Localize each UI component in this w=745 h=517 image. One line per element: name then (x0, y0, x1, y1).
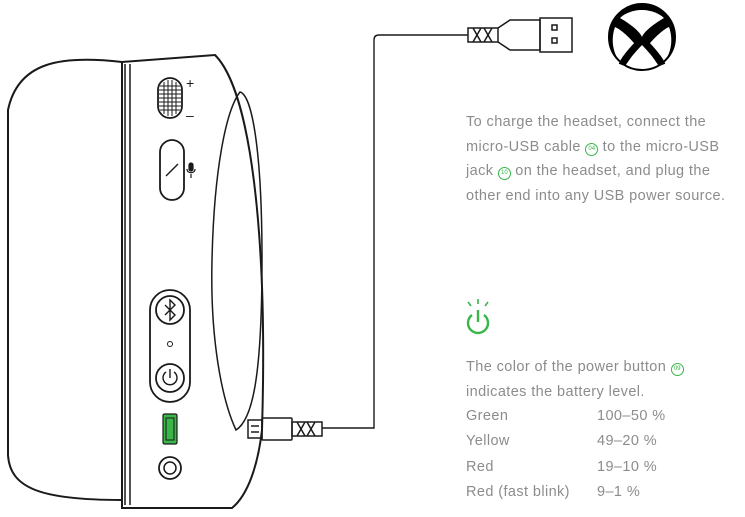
battery-level-table: Green 100–50 % Yellow 49–20 % Red 19–10 … (466, 403, 666, 505)
bluetooth-icon (164, 298, 176, 322)
callout-04: 04 (585, 142, 599, 156)
volume-plus-label: + (186, 75, 194, 91)
battery-range: 19–10 % (597, 458, 658, 475)
audio-jack (158, 456, 182, 480)
battery-row: Red (fast blink) 9–1 % (466, 480, 666, 506)
battery-range: 100–50 % (597, 407, 666, 424)
mic-mute-button[interactable] (159, 139, 185, 201)
micro-usb-port (162, 413, 178, 445)
xbox-logo (608, 3, 676, 71)
usb-cable (322, 34, 468, 429)
usb-a-plug (467, 17, 573, 53)
battery-color: Yellow (466, 433, 510, 450)
callout-09: 09 (670, 363, 684, 376)
callout-10: 10 (497, 167, 511, 180)
battery-color: Green (466, 407, 509, 424)
charge-line-1: To charge the headset, connect the (466, 114, 707, 130)
charge-line-4: other end into any USB power source. (466, 187, 726, 204)
power-button-icon (162, 369, 178, 386)
volume-wheel[interactable] (157, 77, 183, 119)
charge-instructions: To charge the headset, connect the micro… (466, 110, 745, 208)
battery-range: 9–1 % (597, 484, 641, 501)
battery-row: Red 19–10 % (466, 454, 666, 480)
battery-intro-line-2: indicates the battery level. (466, 383, 645, 400)
charge-line-3: jack 10 on the headset, and plug the (466, 163, 711, 180)
micro-usb-plug (247, 417, 323, 441)
battery-row: Green 100–50 % (466, 403, 666, 429)
power-icon (466, 299, 490, 335)
battery-intro: The color of the power button 09 indicat… (466, 355, 684, 404)
charge-line-2: micro-USB cable 04 to the micro-USB (466, 138, 720, 156)
battery-range: 49–20 % (597, 433, 658, 450)
battery-row: Yellow 49–20 % (466, 429, 666, 455)
battery-color: Red (fast blink) (466, 484, 570, 501)
battery-color: Red (466, 458, 494, 475)
ear-cushion (7, 58, 123, 502)
power-button[interactable] (155, 363, 185, 393)
microphone-icon (186, 162, 196, 178)
headset-shell (121, 53, 265, 509)
bluetooth-button[interactable] (155, 295, 185, 325)
status-led (167, 341, 173, 347)
battery-intro-line-1: The color of the power button 09 (466, 355, 684, 380)
volume-minus-label: – (186, 107, 194, 123)
